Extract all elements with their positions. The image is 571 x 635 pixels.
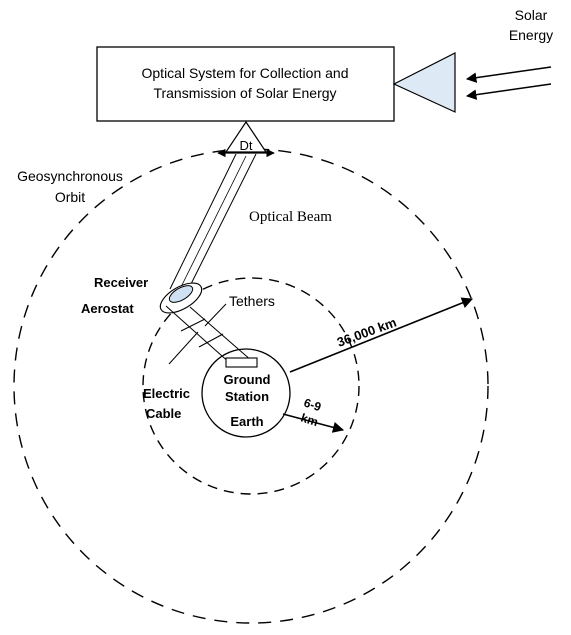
earth-label: Earth bbox=[230, 414, 263, 429]
aerostat-distance-arrow bbox=[282, 413, 345, 433]
transmitter-label: Dt bbox=[240, 138, 253, 153]
optical-beam-center bbox=[180, 155, 247, 288]
aerostat-distance-label-line2: km bbox=[299, 411, 320, 430]
optical-system-box bbox=[96, 46, 395, 122]
electric-cable-label-line2: Cable bbox=[146, 406, 181, 421]
aerostat-altitude-circle bbox=[142, 277, 360, 495]
solar-energy-label-line2: Energy bbox=[509, 27, 553, 43]
geo-distance-arrow bbox=[289, 297, 474, 373]
optical-system-line1: Optical System for Collection and bbox=[142, 65, 349, 81]
ground-station-pad bbox=[225, 357, 258, 368]
geosynchronous-orbit-circle bbox=[13, 148, 489, 624]
solar-arrow-2 bbox=[465, 83, 552, 100]
geosynchronous-orbit-label-line1: Geosynchronous bbox=[17, 168, 123, 184]
solar-energy-label-line1: Solar bbox=[515, 7, 548, 23]
tether-rung-1 bbox=[180, 318, 206, 332]
solar-arrow-1 bbox=[465, 66, 552, 83]
electric-cable-pointer bbox=[168, 331, 199, 365]
ground-station-label-line1: Ground bbox=[224, 372, 271, 387]
tether-line-2 bbox=[189, 306, 253, 362]
aerostat-label: Aerostat bbox=[81, 301, 134, 316]
solar-collector-triangle bbox=[392, 52, 456, 113]
receiver-label: Receiver bbox=[94, 275, 148, 290]
tethers-label: Tethers bbox=[229, 293, 275, 309]
electric-cable-label-line1: Electric bbox=[143, 386, 190, 401]
tether-line-1 bbox=[165, 305, 232, 365]
tether-rung-2 bbox=[198, 333, 224, 348]
earth-circle bbox=[201, 348, 291, 438]
geosynchronous-orbit-label-line2: Orbit bbox=[55, 189, 85, 205]
optical-beam-right-edge bbox=[187, 153, 257, 291]
ground-station-label-line2: Station bbox=[225, 389, 269, 404]
aerostat-distance-label-line1: 6-9 bbox=[302, 396, 323, 415]
optical-beam-label: Optical Beam bbox=[249, 209, 332, 225]
receiver-aerostat-ellipse-inner bbox=[168, 285, 194, 303]
optical-system-line2: Transmission of Solar Energy bbox=[153, 85, 336, 101]
optical-beam-left-edge bbox=[169, 153, 237, 290]
tether-pointer bbox=[204, 303, 227, 327]
